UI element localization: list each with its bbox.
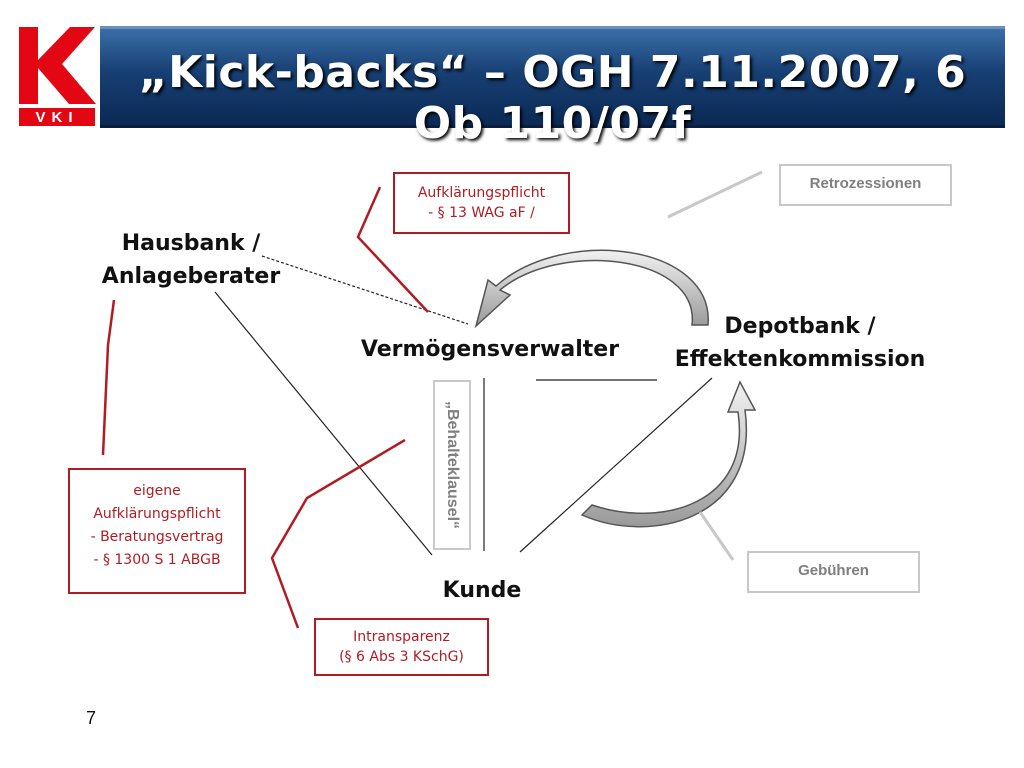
callout-behalteklausel: „Behalteklausel“ <box>433 380 471 550</box>
line-hausbank-vermoegen-dotted <box>261 255 469 325</box>
callout-eigene-line1: eigene <box>133 483 181 499</box>
arrow-bottom-curved <box>580 380 757 528</box>
callout-line-aufklaerung <box>356 186 429 313</box>
callout-retrozessionen-label: Retrozessionen <box>809 175 922 192</box>
line-hausbank-kunde <box>214 291 433 556</box>
callout-eigene-line4: - § 1300 S 1 ABGB <box>93 552 221 568</box>
logo-text: VKI <box>35 109 78 126</box>
callout-behalteklausel-label: „Behalteklausel“ <box>444 400 461 530</box>
vki-logo: VKI <box>16 24 98 128</box>
callout-line-eigene <box>101 299 116 456</box>
node-depotbank-line1: Depotbank / <box>724 314 876 339</box>
callout-intransparenz-line1: Intransparenz <box>353 629 450 645</box>
page-title: „Kick-backs“ – OGH 7.11.2007, 6 Ob 110/0… <box>138 47 967 149</box>
node-depotbank-line2: Effektenkommission <box>674 347 926 372</box>
node-kunde: Kunde <box>432 574 532 607</box>
line-depotbank-kunde <box>519 377 713 553</box>
arrow-top-curved <box>474 249 709 329</box>
callout-retrozessionen: Retrozessionen <box>779 164 952 206</box>
node-vermoegensverwalter-label: Vermögensverwalter <box>360 337 620 362</box>
node-vermoegensverwalter: Vermögensverwalter <box>356 333 624 366</box>
page-number: 7 <box>86 708 97 728</box>
callout-eigene-line3: - Beratungsvertrag <box>90 529 224 545</box>
node-hausbank: Hausbank / Anlageberater <box>96 227 286 293</box>
node-depotbank: Depotbank / Effektenkommission <box>670 310 930 376</box>
callout-eigene-line2: Aufklärungspflicht <box>93 506 221 522</box>
callout-aufklaerungspflicht-line1: Aufklärungspflicht <box>417 185 546 201</box>
node-hausbank-line1: Hausbank / <box>121 231 261 256</box>
callout-line-intransparenz <box>270 438 406 629</box>
node-kunde-label: Kunde <box>442 578 522 603</box>
callout-intransparenz: Intransparenz (§ 6 Abs 3 KSchG) <box>314 618 489 676</box>
node-hausbank-line2: Anlageberater <box>101 264 281 289</box>
callout-intransparenz-line2: (§ 6 Abs 3 KSchG) <box>339 649 464 665</box>
title-bar: „Kick-backs“ – OGH 7.11.2007, 6 Ob 110/0… <box>100 26 1005 149</box>
callout-gebuehren: Gebühren <box>747 551 920 593</box>
callout-gebuehren-label: Gebühren <box>798 562 869 579</box>
callout-line-gebuehren <box>698 511 735 561</box>
callout-aufklaerungspflicht: Aufklärungspflicht - § 13 WAG aF / <box>393 172 570 234</box>
callout-aufklaerungspflicht-line2: - § 13 WAG aF / <box>428 205 535 221</box>
vki-logo-graphic: VKI <box>16 24 98 128</box>
callout-eigene-aufklaerungspflicht: eigene Aufklärungspflicht - Beratungsver… <box>68 468 246 594</box>
callout-line-retrozessionen <box>667 170 763 219</box>
